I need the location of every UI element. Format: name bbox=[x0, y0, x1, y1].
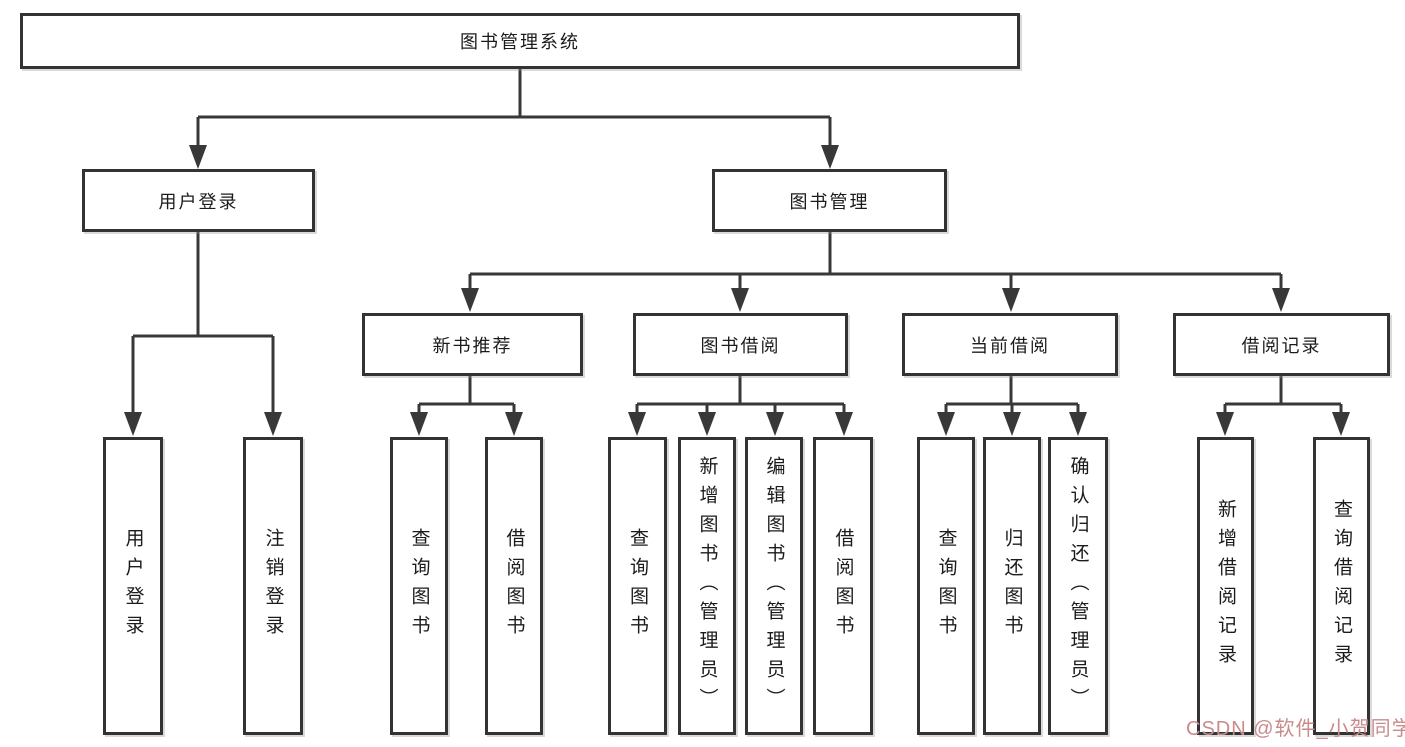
leaf-confirm-return-admin-label: 确认归还（管理员） bbox=[1067, 455, 1089, 717]
leaf-add-borrow-record-label: 新增借阅记录 bbox=[1215, 499, 1236, 673]
leaf-add-book-admin: 新增图书（管理员） bbox=[678, 437, 736, 735]
leaf-user-login: 用户登录 bbox=[103, 437, 163, 735]
node-book-borrow: 图书借阅 bbox=[633, 313, 848, 376]
leaf-query-book-2: 查询图书 bbox=[608, 437, 667, 735]
node-user-login: 用户登录 bbox=[82, 169, 315, 232]
leaf-add-borrow-record: 新增借阅记录 bbox=[1197, 437, 1254, 735]
leaf-logout-label: 注销登录 bbox=[262, 528, 284, 644]
node-book-borrow-label: 图书借阅 bbox=[700, 335, 781, 356]
node-user-login-label: 用户登录 bbox=[158, 191, 239, 212]
node-new-book-recommend-label: 新书推荐 bbox=[432, 335, 513, 356]
leaf-borrow-book-1: 借阅图书 bbox=[485, 437, 543, 735]
leaf-query-book-1-label: 查询图书 bbox=[408, 528, 430, 644]
leaf-borrow-book-1-label: 借阅图书 bbox=[503, 528, 525, 644]
leaf-borrow-book-2: 借阅图书 bbox=[813, 437, 873, 735]
leaf-borrow-book-2-label: 借阅图书 bbox=[832, 528, 854, 644]
leaf-query-borrow-record-label: 查询借阅记录 bbox=[1331, 499, 1352, 673]
node-book-management-label: 图书管理 bbox=[789, 191, 870, 212]
leaf-query-book-1: 查询图书 bbox=[390, 437, 448, 735]
leaf-confirm-return-admin: 确认归还（管理员） bbox=[1048, 437, 1108, 735]
node-borrow-record-label: 借阅记录 bbox=[1241, 335, 1322, 356]
leaf-query-borrow-record: 查询借阅记录 bbox=[1313, 437, 1370, 735]
leaf-query-book-2-label: 查询图书 bbox=[627, 528, 648, 644]
node-root: 图书管理系统 bbox=[20, 13, 1020, 69]
leaf-query-book-3-label: 查询图书 bbox=[935, 528, 957, 644]
leaf-return-book: 归还图书 bbox=[983, 437, 1041, 735]
watermark: CSDN @软件_小贺同学 bbox=[1186, 718, 1405, 740]
leaf-return-book-label: 归还图书 bbox=[1001, 528, 1023, 644]
leaf-user-login-label: 用户登录 bbox=[122, 528, 144, 644]
node-current-borrow-label: 当前借阅 bbox=[970, 335, 1050, 356]
leaf-edit-book-admin: 编辑图书（管理员） bbox=[745, 437, 803, 735]
leaf-logout: 注销登录 bbox=[243, 437, 303, 735]
leaf-query-book-3: 查询图书 bbox=[917, 437, 975, 735]
node-root-label: 图书管理系统 bbox=[460, 32, 580, 52]
node-book-management: 图书管理 bbox=[712, 169, 947, 232]
node-new-book-recommend: 新书推荐 bbox=[362, 313, 583, 376]
node-borrow-record: 借阅记录 bbox=[1173, 313, 1390, 376]
node-current-borrow: 当前借阅 bbox=[902, 313, 1118, 376]
leaf-edit-book-admin-label: 编辑图书（管理员） bbox=[763, 455, 785, 717]
leaf-add-book-admin-label: 新增图书（管理员） bbox=[696, 455, 718, 717]
